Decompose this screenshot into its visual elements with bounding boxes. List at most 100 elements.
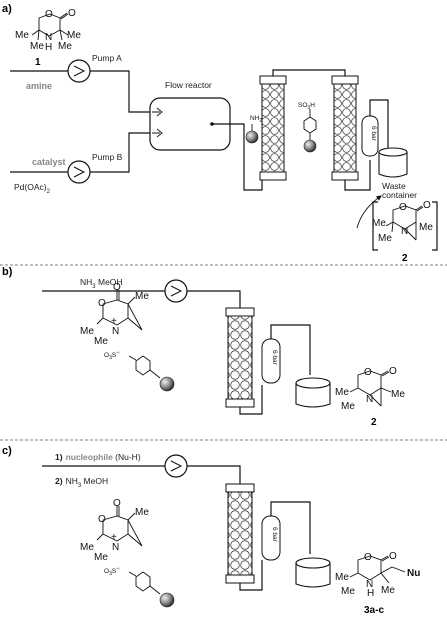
compound-2-number: 2 — [371, 417, 377, 428]
atom-o: O — [98, 298, 106, 309]
atom-n: N — [401, 226, 408, 237]
aziridinium-salt-structure: O O N + Me Me Me — [80, 282, 149, 347]
methyl-label: Me — [30, 41, 44, 52]
pump-a — [67, 59, 91, 83]
pump — [164, 279, 188, 303]
atom-n: N — [112, 326, 119, 337]
collection-container — [295, 377, 331, 408]
atom-o: O — [364, 552, 372, 563]
methyl-label: Me — [67, 30, 81, 41]
methyl-label: Me — [94, 336, 108, 347]
catalyst-formula: Pd(OAc)2 — [14, 182, 51, 195]
pump-b — [67, 160, 91, 184]
methyl-label: Me — [335, 572, 349, 583]
waste-label-line1: Waste — [382, 181, 406, 191]
catalyst-label: catalyst — [32, 157, 66, 167]
atom-h: H — [367, 588, 374, 599]
pump-b-label: Pump B — [92, 152, 123, 162]
compound-2-structure: O O N Me Me Me — [335, 366, 405, 412]
pressure-label: 6 bar — [271, 527, 278, 543]
compound-2-bracket: O O N Me Me Me — [372, 200, 438, 251]
bpr-to-collection-line — [270, 501, 311, 554]
methyl-label: Me — [80, 542, 94, 553]
sulfonate-resin-bead: O3S− — [104, 350, 175, 392]
back-pressure-regulator: 6 bar — [261, 515, 281, 561]
methyl-label: Me — [391, 389, 405, 400]
pressure-label: 6 bar — [271, 350, 278, 366]
compound-1-number: 1 — [35, 57, 41, 68]
pressure-label: 6 bar — [370, 126, 377, 142]
panel-a: a) O O N H Me Me Me Me 1 amine Pump A — [2, 3, 438, 264]
bpr-to-collection-line — [270, 324, 311, 375]
reactor-outlet-line — [212, 123, 263, 191]
resin-column — [225, 307, 255, 408]
methyl-label: Me — [135, 291, 149, 302]
methyl-label: Me — [381, 585, 395, 596]
compound-3-structure: O O N H Nu Me Me Me — [335, 551, 420, 599]
compound-2-number: 2 — [402, 253, 408, 264]
atom-o: O — [389, 366, 397, 377]
compound-1-structure: O O N H Me Me Me Me — [15, 8, 81, 53]
column-2 — [331, 75, 359, 181]
atom-o: O — [423, 200, 431, 211]
step-2-label: 2)NH3 MeOH — [55, 476, 108, 489]
reagent-label: NH3 MeOH — [80, 277, 123, 290]
sulfonate-resin-bead: O3S− — [104, 566, 175, 608]
atom-n: N — [366, 394, 373, 405]
pump-to-column-line — [187, 290, 241, 308]
atom-o: O — [98, 514, 106, 525]
methyl-label: Me — [335, 387, 349, 398]
column-link-line — [272, 69, 346, 76]
reactor-inlet-a — [152, 107, 163, 117]
atom-o: O — [45, 9, 53, 20]
panel-a-label: a) — [2, 3, 12, 15]
amine-label: amine — [26, 81, 52, 91]
panel-c: c) 1)nucleophile (Nu-H) 2)NH3 MeOH 6 bar — [2, 445, 420, 616]
sulfonate-label: O3S− — [104, 350, 120, 361]
atom-h: H — [45, 42, 52, 53]
methyl-label: Me — [80, 326, 94, 337]
column-1 — [259, 75, 287, 181]
methyl-label: Me — [419, 222, 433, 233]
positive-charge: + — [111, 316, 117, 327]
so3h-label: SO3H — [298, 102, 315, 111]
panel-b: b) NH3 MeOH 6 bar — [2, 266, 405, 428]
so3h-resin-bead: SO3H — [298, 102, 317, 153]
methyl-label: Me — [378, 233, 392, 244]
methyl-label: Me — [372, 218, 386, 229]
atom-o: O — [364, 367, 372, 378]
bpr-to-waste-line — [369, 99, 389, 150]
methyl-label: Me — [15, 30, 29, 41]
step-1-label: 1)nucleophile (Nu-H) — [55, 452, 141, 462]
methyl-label: Me — [341, 586, 355, 597]
sulfonate-label: O3S− — [104, 566, 120, 577]
methyl-label: Me — [58, 41, 72, 52]
back-pressure-regulator: 6 bar — [261, 338, 281, 384]
methyl-label: Me — [94, 552, 108, 563]
reactor-inlet-b — [152, 128, 163, 138]
nucleophile-label: Nu — [407, 568, 420, 579]
panel-c-label: c) — [2, 445, 12, 457]
waste-container — [378, 147, 408, 178]
nh2-resin-bead: NH2 — [245, 115, 262, 144]
methyl-label: Me — [341, 401, 355, 412]
column-outlet-line — [239, 385, 263, 415]
collection-container — [295, 557, 331, 588]
atom-o: O — [399, 202, 407, 213]
pump-to-column-line — [187, 465, 241, 484]
column-outlet-line — [239, 560, 263, 591]
atom-o: O — [113, 282, 121, 293]
methyl-label: Me — [135, 507, 149, 518]
flow-reactor-label: Flow reactor — [165, 80, 212, 90]
atom-n: N — [45, 32, 52, 43]
nh2-label: NH2 — [250, 115, 262, 124]
pump-a-line — [90, 70, 150, 113]
atom-o: O — [389, 551, 397, 562]
positive-charge: + — [111, 532, 117, 543]
column-2-outlet-line — [344, 160, 371, 191]
resin-column — [225, 483, 255, 584]
atom-n: N — [366, 579, 373, 590]
pump — [164, 454, 188, 478]
curved-arrow — [356, 195, 382, 229]
